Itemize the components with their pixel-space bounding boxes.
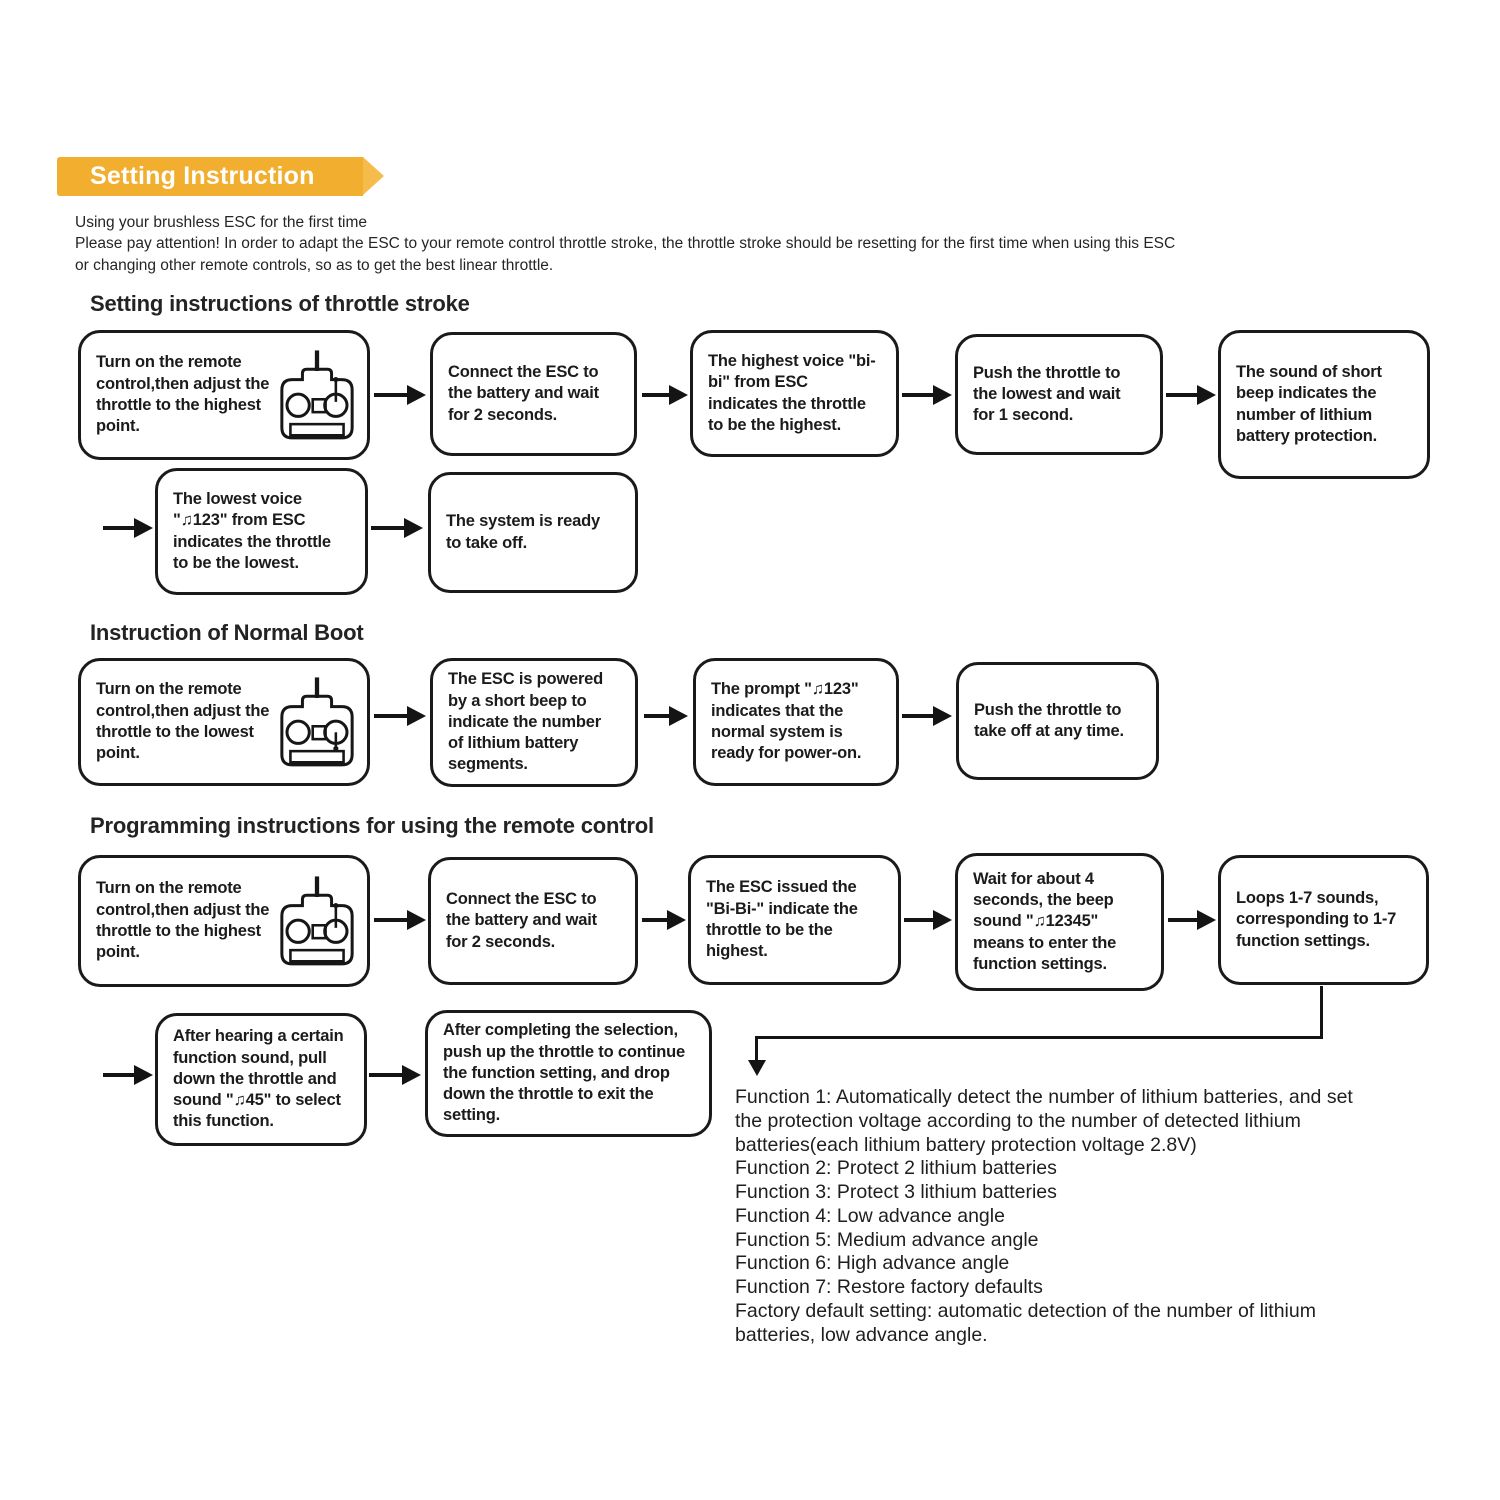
intro-line-3: or changing other remote controls, so as… <box>75 256 554 274</box>
arrow-right-icon <box>103 518 153 538</box>
flow-box-text: After hearing a certain function sound, … <box>173 1027 344 1131</box>
function-item-5: Function 5: Medium advance angle <box>735 1228 1039 1251</box>
flow-box-text: The system is ready to take off. <box>446 512 600 552</box>
flow-box-connect-battery-2: Connect the ESC to the battery and wait … <box>428 857 638 985</box>
flow-box-complete-selection: After completing the selection, push up … <box>425 1010 712 1137</box>
flow-box-text: The lowest voice "♫123" from ESC indicat… <box>173 489 331 572</box>
flow-box-powered-beep: The ESC is powered by a short beep to in… <box>430 658 638 787</box>
arrow-right-icon <box>369 1065 421 1085</box>
flow-box-esc-bibi: The ESC issued the "Bi-Bi-" indicate the… <box>688 855 901 985</box>
connector-segment <box>755 1036 1323 1039</box>
function-item-2: Function 2: Protect 2 lithium batteries <box>735 1157 1057 1180</box>
function-item-3: Function 3: Protect 3 lithium batteries <box>735 1181 1057 1204</box>
flow-box-text: Push the throttle to take off at any tim… <box>974 700 1124 740</box>
flow-box-connect-battery: Connect the ESC to the battery and wait … <box>430 332 637 456</box>
arrow-right-icon <box>642 910 686 930</box>
function-item-4: Function 4: Low advance angle <box>735 1204 1005 1227</box>
section-heading-programming: Programming instructions for using the r… <box>90 813 654 838</box>
flow-box-text: Turn on the remote control,then adjust t… <box>96 879 270 962</box>
flow-box-text: Push the throttle to the lowest and wait… <box>973 363 1121 425</box>
connector-segment <box>755 1036 758 1062</box>
flow-box-turn-on-lowest: Turn on the remote control,then adjust t… <box>78 658 370 786</box>
flow-box-short-beep: The sound of short beep indicates the nu… <box>1218 330 1430 479</box>
flow-box-text: Connect the ESC to the battery and wait … <box>448 363 599 424</box>
arrow-right-icon <box>374 910 426 930</box>
flow-box-text: Loops 1-7 sounds, corresponding to 1-7 f… <box>1236 889 1397 950</box>
section-banner: Setting Instruction <box>57 157 384 196</box>
intro-text: Using your brushless ESC for the first t… <box>75 212 1475 276</box>
intro-line-2: Please pay attention! In order to adapt … <box>75 235 1176 253</box>
flow-box-lowest-voice: The lowest voice "♫123" from ESC indicat… <box>155 468 368 595</box>
flow-box-hear-function: After hearing a certain function sound, … <box>155 1013 367 1146</box>
flow-box-text: The ESC is powered by a short beep to in… <box>448 670 604 774</box>
flow-box-turn-on-highest: Turn on the remote control,then adjust t… <box>78 330 370 460</box>
remote-control-throttle-up-icon <box>275 347 359 443</box>
flow-box-text: The prompt "♫123" indicates that the nor… <box>711 680 862 763</box>
function-item-7: Function 7: Restore factory defaults <box>735 1276 1043 1299</box>
flow-box-text: The sound of short beep indicates the nu… <box>1236 362 1382 445</box>
flow-box-system-ready: The system is ready to take off. <box>428 472 638 593</box>
function-item-1: Function 1: Automatically detect the num… <box>735 1086 1353 1156</box>
arrow-right-icon <box>902 385 952 405</box>
connector-segment <box>1320 986 1323 1039</box>
flow-box-loops: Loops 1-7 sounds, corresponding to 1-7 f… <box>1218 855 1429 985</box>
function-item-6: Function 6: High advance angle <box>735 1252 1010 1275</box>
arrow-down-icon <box>748 1060 766 1076</box>
banner-title: Setting Instruction <box>90 162 315 190</box>
arrow-right-icon <box>103 1065 153 1085</box>
intro-line-1: Using your brushless ESC for the first t… <box>75 214 368 231</box>
flow-box-push-takeoff: Push the throttle to take off at any tim… <box>956 662 1159 780</box>
remote-control-throttle-down-icon <box>275 674 359 770</box>
factory-default-note: Factory default setting: automatic detec… <box>735 1300 1316 1346</box>
flow-box-text: Wait for about 4 seconds, the beep sound… <box>973 869 1117 973</box>
flow-box-prompt-123: The prompt "♫123" indicates that the nor… <box>693 658 899 786</box>
flow-box-wait-4s: Wait for about 4 seconds, the beep sound… <box>955 853 1164 991</box>
arrow-right-icon <box>904 910 952 930</box>
flow-box-text: Turn on the remote control,then adjust t… <box>96 680 270 763</box>
arrow-right-icon <box>374 385 426 405</box>
arrow-right-icon <box>902 706 952 726</box>
flow-box-highest-voice: The highest voice "bi-bi" from ESC indic… <box>690 330 899 457</box>
flow-box-text: After completing the selection, push up … <box>443 1021 685 1125</box>
flow-box-turn-on-highest-2: Turn on the remote control,then adjust t… <box>78 855 370 987</box>
arrow-right-icon <box>371 518 423 538</box>
arrow-right-icon <box>644 706 688 726</box>
remote-control-throttle-up-icon <box>275 873 359 969</box>
flow-box-text: The highest voice "bi-bi" from ESC indic… <box>708 351 876 434</box>
section-heading-normal-boot: Instruction of Normal Boot <box>90 620 364 645</box>
function-list: Function 1: Automatically detect the num… <box>735 1086 1383 1348</box>
flow-box-text: The ESC issued the "Bi-Bi-" indicate the… <box>706 878 858 961</box>
arrow-right-icon <box>1168 910 1216 930</box>
arrow-right-icon <box>642 385 688 405</box>
section-heading-throttle-stroke: Setting instructions of throttle stroke <box>90 291 470 316</box>
arrow-right-icon <box>374 706 426 726</box>
flow-box-text: Turn on the remote control,then adjust t… <box>96 353 270 436</box>
arrow-right-icon <box>1166 385 1216 405</box>
flow-box-push-lowest: Push the throttle to the lowest and wait… <box>955 334 1163 455</box>
flow-box-text: Connect the ESC to the battery and wait … <box>446 890 597 951</box>
